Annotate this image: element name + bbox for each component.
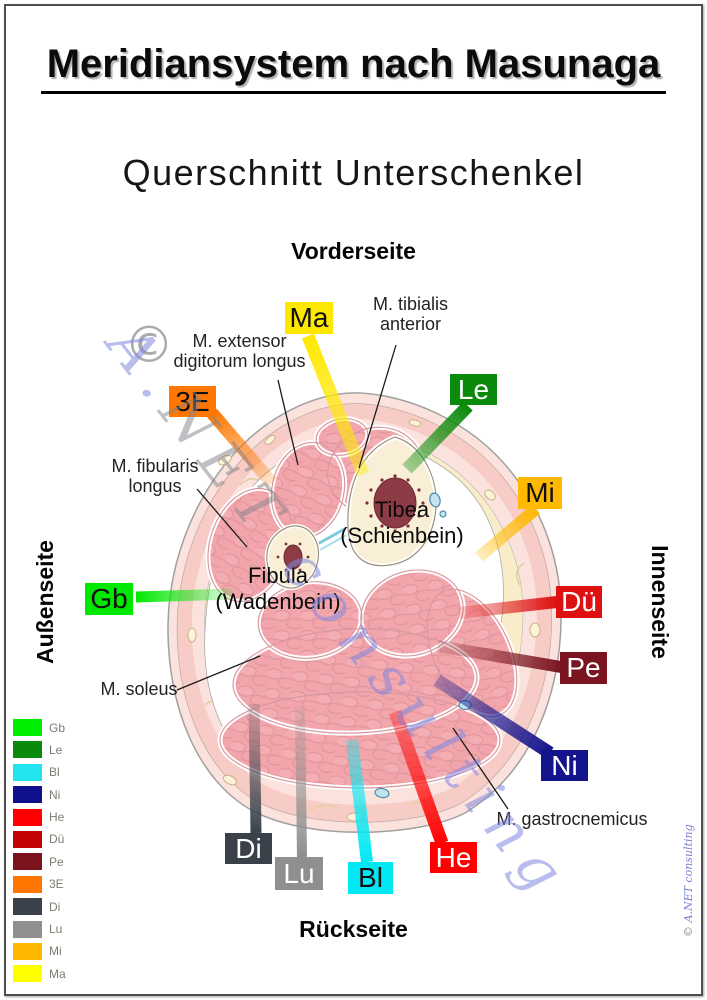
label-fibula: Fibula (Wadenbein) xyxy=(215,563,341,614)
copyright-credit: © A.NET consulting xyxy=(682,824,695,937)
page-border-frame xyxy=(4,4,703,996)
legend-item: He xyxy=(13,808,66,826)
fibula-bone-outline xyxy=(266,525,319,589)
legend-item: Di xyxy=(13,898,66,916)
legend-item: 3E xyxy=(13,875,66,893)
tibia-bone-outline xyxy=(347,436,437,567)
meridian-box-pe: Pe xyxy=(560,652,607,684)
legend-swatch xyxy=(13,898,42,916)
legend-swatch xyxy=(13,741,42,759)
legend-swatch xyxy=(13,763,42,781)
page-subtitle: Querschnitt Unterschenkel xyxy=(122,152,585,193)
meridian-box-le: Le xyxy=(450,374,497,405)
fibula-stipple xyxy=(276,542,310,572)
legend-item: Pe xyxy=(13,853,66,871)
legend-item: Le xyxy=(13,741,66,759)
fibula-marrow xyxy=(283,544,303,570)
tibia-stipple xyxy=(365,474,425,533)
copyright-icon: © xyxy=(124,316,174,374)
page-title: Meridiansystem nach Masunaga xyxy=(40,42,667,94)
meridian-box-ni: Ni xyxy=(541,750,588,781)
legend-swatch xyxy=(13,875,42,893)
meridian-box-ma: Ma xyxy=(285,302,333,334)
orientation-label-outer: Außenseite xyxy=(32,540,58,664)
label-m-fibularis-longus: M. fibularis longus xyxy=(111,456,199,497)
legend-item: Bl xyxy=(13,763,66,781)
title-wrap: Meridiansystem nach Masunaga xyxy=(0,42,707,94)
meridian-color-legend: Gb Le Bl Ni He Dü Pe 3E Di Lu Mi Ma xyxy=(13,719,66,988)
meridian-box-bl: Bl xyxy=(348,862,393,894)
label-tibia: Tibea (Schienbein) xyxy=(340,497,464,548)
legend-item: Gb xyxy=(13,719,66,736)
legend-item: Ma xyxy=(13,965,66,983)
label-m-extensor-digitorum-longus: M. extensor digitorum longus xyxy=(173,331,306,372)
tibia-marrow xyxy=(373,477,417,529)
meridian-box-3e: 3E xyxy=(169,386,216,417)
orientation-label-front: Vorderseite xyxy=(291,238,416,264)
legend-swatch xyxy=(13,965,42,983)
meridian-box-he: He xyxy=(430,842,477,873)
legend-swatch xyxy=(13,942,42,960)
meridian-box-di: Di xyxy=(225,833,272,864)
label-m-tibialis-anterior: M. tibialis anterior xyxy=(372,294,448,335)
legend-swatch xyxy=(13,786,42,804)
interosseous-membrane xyxy=(315,525,351,552)
meridian-box-lu: Lu xyxy=(275,857,323,890)
legend-swatch xyxy=(13,719,42,736)
orientation-label-back: Rückseite xyxy=(299,916,408,942)
meridian-box-mi: Mi xyxy=(518,477,562,509)
meridian-box-du: Dü xyxy=(556,586,602,618)
legend-swatch xyxy=(13,920,42,938)
label-m-gastrocnemius: M. gastrocnemicus xyxy=(496,809,648,829)
orientation-label-inner: Innenseite xyxy=(647,545,673,659)
legend-item: Ni xyxy=(13,786,66,804)
legend-item: Lu xyxy=(13,920,66,938)
meridian-box-gb: Gb xyxy=(85,583,133,615)
legend-swatch xyxy=(13,853,42,871)
label-m-soleus: M. soleus xyxy=(100,679,178,699)
legend-item: Mi xyxy=(13,942,66,960)
legend-swatch xyxy=(13,830,42,848)
legend-swatch xyxy=(13,808,42,826)
legend-item: Dü xyxy=(13,830,66,848)
